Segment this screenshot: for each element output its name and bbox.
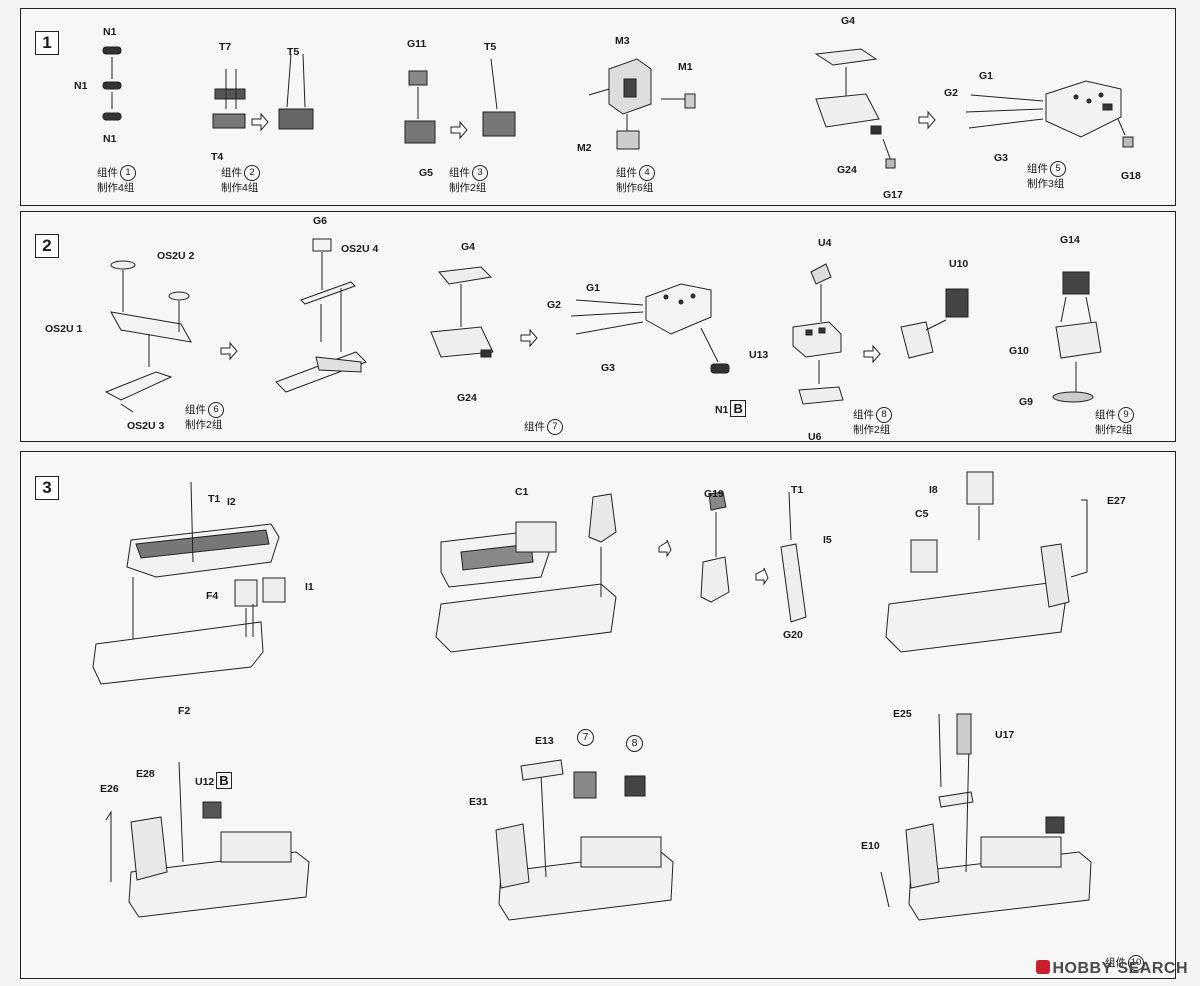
part-label: M2 [577,142,592,154]
step-1-panel: 1 [20,8,1176,206]
part-label: E10 [861,840,880,852]
part-label: E28 [136,768,155,780]
part-label: OS2U 2 [157,250,195,262]
belt-part [102,112,122,121]
part-label: G2 [547,299,562,311]
part-label: U4 [818,237,832,249]
part-label: G10 [1009,345,1029,357]
part-label: N1 [74,80,88,92]
part-label: G3 [601,362,616,374]
subassembly-number: 2 [244,165,260,181]
part-label: G6 [313,215,328,227]
step-number: 1 [35,31,59,55]
subassembly-callout-7: 7 [577,729,594,746]
step-number: 3 [35,476,59,500]
part-label: E25 [893,708,912,720]
part-label: U10 [949,258,969,270]
subassembly-number: 9 [1118,407,1134,423]
part-label: F2 [178,705,191,717]
belt-part [102,81,122,90]
part-label: OS2U 3 [127,420,165,432]
part-label: T4 [211,151,224,163]
part-label: G24 [837,164,857,176]
part-label: G18 [1121,170,1141,182]
logo-icon [1035,960,1050,974]
part-label: G1 [586,282,601,294]
part-label: G4 [461,241,476,253]
part-label: C5 [915,508,929,520]
part-label: T1 [791,484,804,496]
subassembly-number: 4 [639,165,655,181]
part-label: G5 [419,167,434,179]
part-label: T5 [287,46,300,58]
part-label: E13 [535,735,554,747]
sprue-b-box: B [730,400,746,417]
part-label: I2 [227,496,236,508]
part-label: G17 [883,189,903,201]
subassembly-number: 1 [120,165,136,181]
subassembly-number: 6 [208,402,224,418]
part-label: G9 [1019,396,1034,408]
part-label: I5 [823,534,832,546]
part-label: OS2U 1 [45,323,83,335]
part-label: M3 [615,35,630,47]
part-label: C1 [515,486,529,498]
part-label: I1 [305,581,314,593]
part-label: N1 [103,26,117,38]
subassembly-callout-8: 8 [626,735,643,752]
part-label: G20 [783,629,803,641]
subassembly-number: 10 [1128,955,1144,971]
step-3-panel: 3 [20,451,1176,979]
step-number: 2 [35,234,59,258]
part-label: G14 [1060,234,1080,246]
watermark: HOBBY SEARCH [1035,960,1189,978]
part-label: T1 [208,493,221,505]
part-label: G2 [944,87,959,99]
part-label: F4 [206,590,219,602]
subassembly-number: 5 [1050,161,1066,177]
part-label: G3 [994,152,1009,164]
part-label: U17 [995,729,1015,741]
sprue-b-box: B [216,772,232,789]
part-label: G11 [407,38,427,50]
part-label: G19 [704,488,724,500]
belt-part [102,46,122,55]
step-2-panel: 2 [20,211,1176,443]
part-label: N1 [103,133,117,145]
part-label: M1 [678,61,693,73]
subassembly-number: 8 [876,407,892,423]
step-2-drawings [104,238,1102,413]
part-label: I8 [929,484,938,496]
step-3-drawings [92,471,1092,921]
part-label: E31 [469,796,488,808]
subassembly-number: 7 [547,419,563,435]
subassembly-number: 3 [472,165,488,181]
part-label: T5 [484,41,497,53]
part-label: G24 [457,392,477,404]
part-label: T7 [219,41,232,53]
part-label: U13 [749,349,769,361]
part-label: E26 [100,783,119,795]
part-label: U6 [808,431,822,443]
part-label: G4 [841,15,856,27]
part-label: G1 [979,70,994,82]
part-label: OS2U 4 [341,243,379,255]
step-1-drawings [102,46,1134,169]
part-label: E27 [1107,495,1126,507]
